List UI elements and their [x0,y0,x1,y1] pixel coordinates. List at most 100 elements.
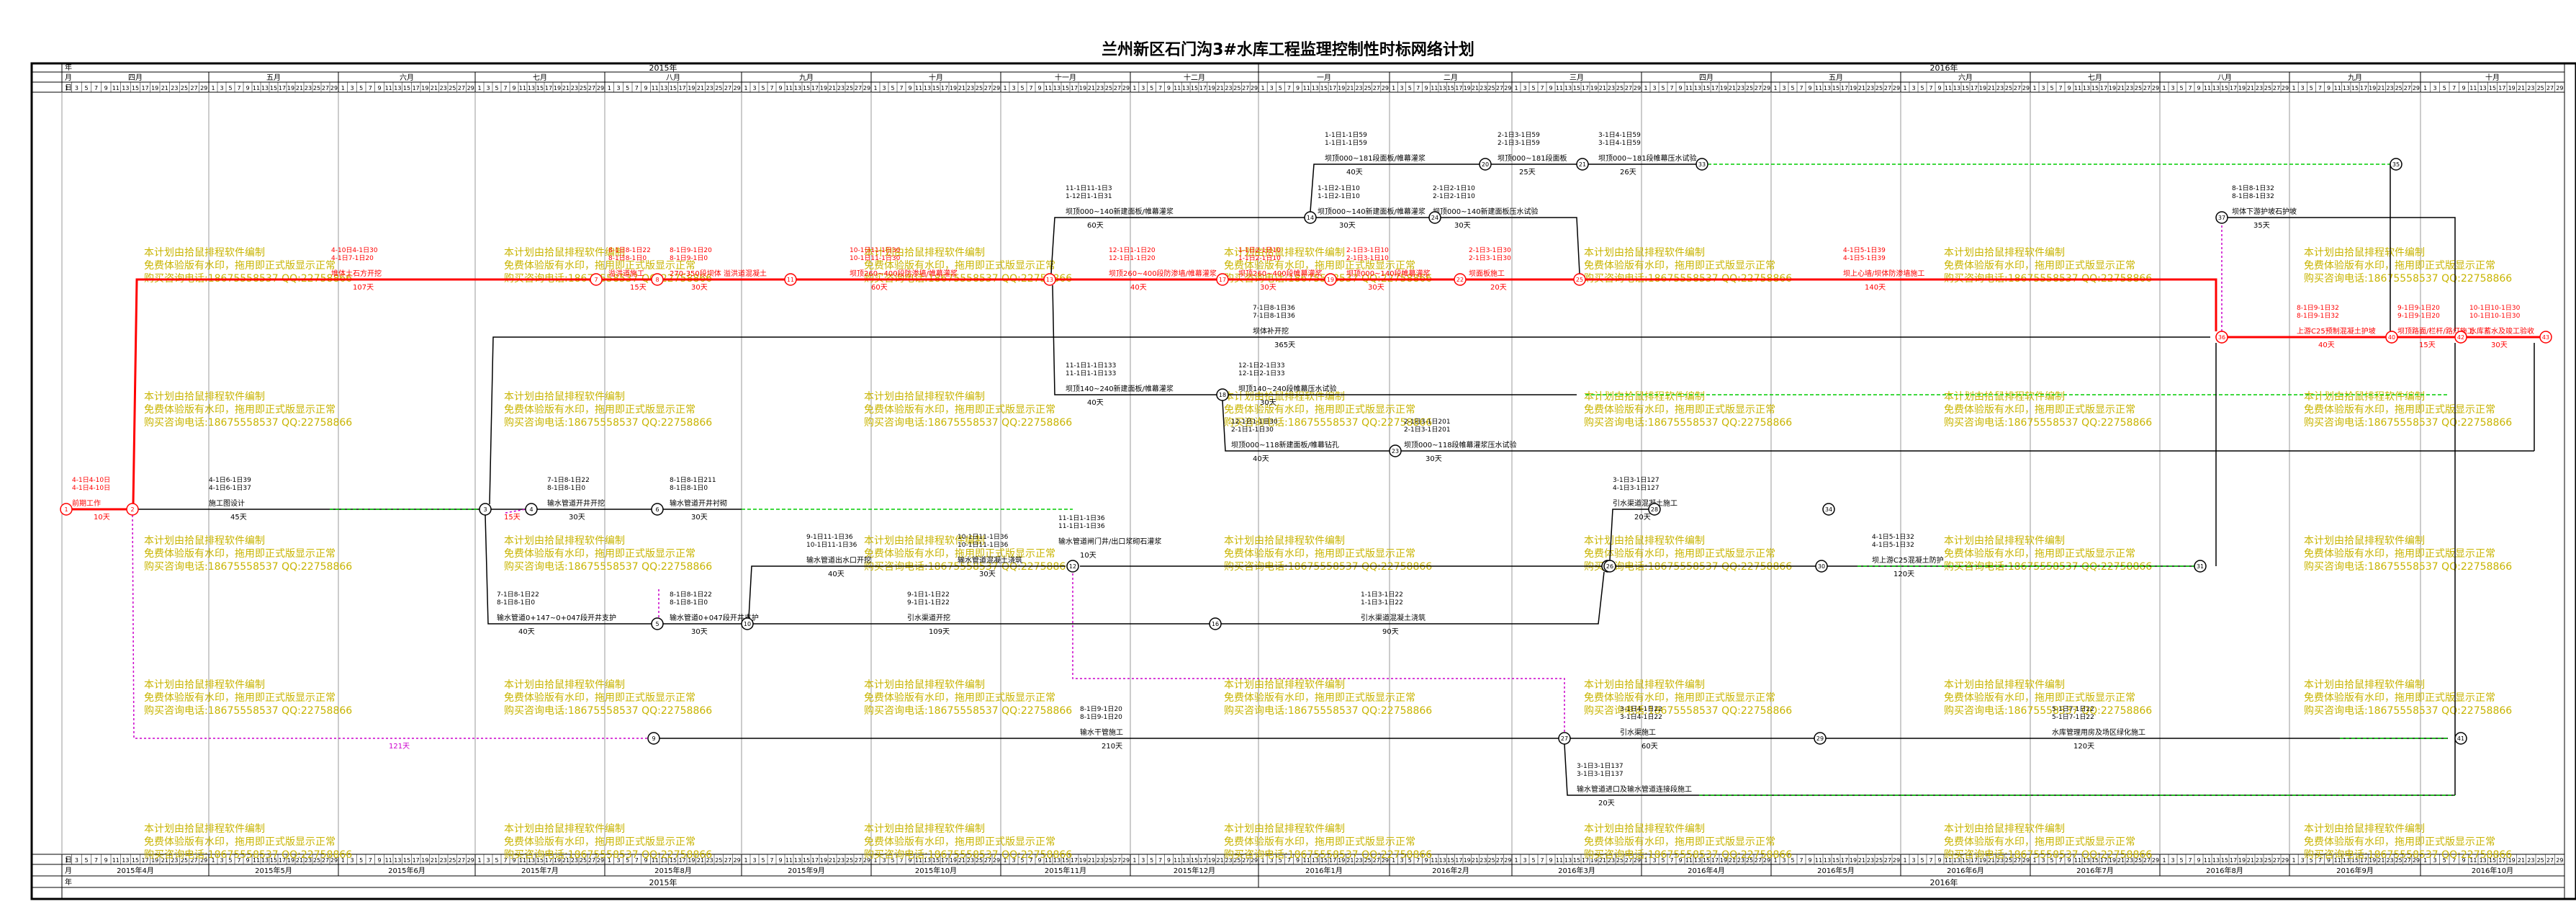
header-day-label: 7 [635,85,639,91]
footer-day-label: 5 [1279,857,1282,864]
footer-day-label: 7 [1670,857,1673,864]
header-day-label: 1 [65,85,68,91]
task-dates: 9-1日11-1日36 [806,533,853,541]
footer-day-label: 19 [1338,857,1345,864]
header-month-label: 三月 [1570,73,1584,82]
watermark-line: 购买咨询电话:18675558537 QQ:22758866 [2304,417,2512,429]
event-node: 16 [1209,617,1222,630]
header-day-label: 19 [2369,85,2376,91]
footer-month-label: 2015年5月 [255,866,292,875]
watermark-block: 本计划由拾鼠排程软件编制免费体验版有水印，拖用即正式版显示正常购买咨询电话:18… [144,391,352,429]
event-node-number: 16 [1212,621,1219,627]
header-day-label: 3 [220,85,223,91]
watermark-line: 本计划由拾鼠排程软件编制 [1224,823,1345,835]
task-duration: 20天 [1598,800,1615,807]
task-dates-2: 4-1日3-1日127 [1613,484,1659,492]
footer-day-label: 9 [2462,857,2465,864]
task-dates-2: 3-1日4-1日22 [1620,713,1662,721]
header-month-label: 七月 [533,73,547,82]
event-node-circle [1454,273,1467,286]
watermark-block: 本计划由拾鼠排程软件编制免费体验版有水印，拖用即正式版显示正常购买咨询电话:18… [864,679,1072,717]
header-day-label: 29 [863,85,870,91]
header-day-label: 3 [2433,85,2436,91]
watermark-block: 本计划由拾鼠排程软件编制免费体验版有水印，拖用即正式版显示正常购买咨询电话:18… [1584,679,1792,717]
task-duration: 107天 [353,284,374,292]
header-day-label: 11 [1431,85,1438,91]
header-day-label: 11 [1174,85,1181,91]
task-name: 施工图设计 [209,498,245,508]
header-day-label: 19 [1338,85,1345,91]
header-day-label: 23 [1096,85,1104,91]
event-node-number: 41 [2457,735,2464,742]
header-day-label: 7 [2318,85,2322,91]
footer-day-label: 1 [341,857,345,864]
watermark-block: 本计划由拾鼠排程软件编制免费体验版有水印，拖用即正式版显示正常购买咨询电话:18… [1944,823,2152,861]
footer-month-label: 2016年9月 [2336,866,2374,875]
header-day-label: 9 [1549,85,1552,91]
watermark-line: 本计划由拾鼠排程软件编制 [504,391,625,403]
header-day-label: 21 [1599,85,1606,91]
event-node-number: 33 [1698,161,1706,168]
footer-day-label: 7 [94,857,98,864]
footer-day-label: 17 [1711,857,1719,864]
footer-day-label: 19 [1979,857,1986,864]
footer-day-label: 17 [1071,857,1078,864]
header-day-label: 15 [403,85,410,91]
header-day-label: 23 [1355,85,1362,91]
footer-day-label: 3 [1911,857,1915,864]
event-node-number: 20 [1482,161,1489,168]
watermark-line: 购买咨询电话:18675558537 QQ:22758866 [864,561,1072,573]
footer-day-label: 19 [421,857,428,864]
header-day-label: 7 [1416,85,1420,91]
event-node-number: 27 [1561,735,1568,742]
footer-month-label: 2016年5月 [1817,866,1855,875]
header-day-label: 13 [1439,85,1446,91]
header-day-label: 7 [1799,85,1803,91]
arrow-node25-node36 [1585,278,2217,331]
header-day-label: 11 [2334,85,2341,91]
watermark-line: 购买咨询电话:18675558537 QQ:22758866 [864,705,1072,717]
task-dates: 2-1日3-1日59 [1498,131,1540,139]
header-day-label: 29 [1634,85,1641,91]
task-dates: 12-1日1-1日20 [1109,246,1156,254]
header-month-label: 十月 [2485,73,2500,82]
watermark-block: 本计划由拾鼠排程软件编制免费体验版有水印，拖用即正式版显示正常购买咨询电话:18… [144,679,352,717]
watermark-block: 本计划由拾鼠排程软件编制免费体验版有水印，拖用即正式版显示正常购买咨询电话:18… [2304,679,2512,717]
watermark-line: 购买咨询电话:18675558537 QQ:22758866 [504,705,712,717]
task-duration: 20天 [1634,514,1651,522]
event-node-circle [1576,158,1589,171]
header-day-label: 19 [1464,85,1471,91]
footer-day-label: 3 [486,857,490,864]
header-day-label: 29 [2413,85,2420,91]
task-dates: 10-1日11-1日36 [958,533,1009,541]
task-dates-2: 10-1日11-1日36 [806,541,857,549]
header-day-label: 11 [1556,85,1563,91]
footer-day-label: 29 [1251,857,1258,864]
task-dates-2: 12-1日2-1日33 [1238,370,1285,377]
footer-day-label: 11 [385,857,392,864]
task-label-t7: 11-1日11-1日31-12日1-1日31坝顶000~140新建面板/帷幕灌浆… [1066,184,1174,230]
footer-day-label: 11 [519,857,526,864]
watermark-line: 免费体验版有水印，拖用即正式版显示正常 [864,836,1055,848]
footer-day-label: 23 [837,857,845,864]
footer-day-label: 23 [1996,857,2004,864]
task-dates: 8-1日9-1日20 [1080,705,1122,713]
footer-day-label: 21 [1472,857,1479,864]
task-duration: 120天 [2073,743,2094,751]
header-day-label: 21 [829,85,836,91]
header-day-label: 21 [1088,85,1095,91]
footer-day-label: 13 [1439,857,1446,864]
watermark-line: 免费体验版有水印，拖用即正式版显示正常 [504,548,695,560]
footer-day-label: 23 [1355,857,1362,864]
event-node: 30 [1815,560,1828,573]
event-node: 42 [2454,331,2467,344]
event-node: 8 [651,273,664,286]
header-day-label: 19 [950,85,957,91]
task-label-t15: 1-1日2-1日101-1日2-1日10坝顶000~140新建面板/帷幕灌浆30… [1318,184,1426,230]
event-node-number: 4 [529,506,533,513]
header-day-label: 7 [2452,85,2456,91]
event-node-circle [741,617,754,630]
task-duration: 30天 [1260,399,1276,407]
